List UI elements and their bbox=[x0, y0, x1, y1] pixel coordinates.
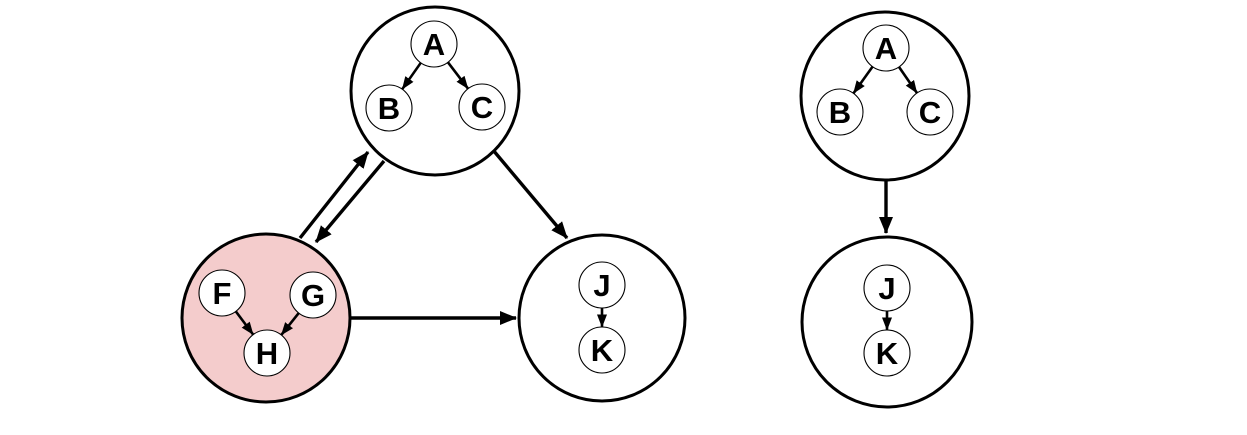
node-B-circle bbox=[816, 88, 864, 136]
cluster-abc-right-boundary bbox=[799, 10, 971, 182]
node-J-label: J bbox=[878, 271, 895, 306]
edge-A-to-C bbox=[897, 66, 919, 94]
node-B-label: B bbox=[378, 91, 400, 126]
edge-A-to-B bbox=[401, 62, 422, 90]
node-K: K bbox=[578, 326, 626, 374]
node-K-circle bbox=[578, 326, 626, 374]
node-A-label: A bbox=[423, 27, 445, 62]
node-J-circle bbox=[863, 264, 911, 312]
node-J-circle bbox=[578, 261, 626, 309]
node-H-label: H bbox=[256, 336, 278, 371]
node-A-label: A bbox=[875, 31, 897, 66]
edge-A-to-C bbox=[446, 61, 470, 90]
node-C: C bbox=[458, 83, 506, 131]
cluster-jk-right: JK bbox=[800, 235, 974, 409]
node-H-circle bbox=[243, 329, 291, 377]
edge-fgh-to-abc bbox=[298, 150, 370, 240]
cluster-abc-right: AB C bbox=[799, 10, 971, 182]
node-B: B bbox=[365, 84, 413, 132]
node-B: B bbox=[816, 88, 864, 136]
node-F-circle bbox=[198, 269, 246, 317]
node-C-circle bbox=[906, 88, 954, 136]
node-C-label: C bbox=[471, 90, 493, 125]
node-G-circle bbox=[289, 271, 337, 319]
cluster-fgh-boundary bbox=[180, 232, 352, 404]
cluster-abc-left: AB C bbox=[349, 5, 521, 177]
node-B-circle bbox=[365, 84, 413, 132]
node-C-label: C bbox=[919, 95, 941, 130]
node-A: A bbox=[410, 20, 458, 68]
node-J-label: J bbox=[593, 268, 610, 303]
node-C: C bbox=[906, 88, 954, 136]
node-F-label: F bbox=[213, 276, 232, 311]
node-H: H bbox=[243, 329, 291, 377]
edge-F-to-H bbox=[234, 310, 255, 336]
cluster-abc-left-boundary bbox=[349, 5, 521, 177]
right-cluster-graph: AB C JK bbox=[799, 10, 974, 409]
edge-A-to-B bbox=[852, 65, 874, 95]
node-G-label: G bbox=[301, 278, 325, 313]
node-A-circle bbox=[862, 24, 910, 72]
node-K: K bbox=[863, 329, 911, 377]
node-K-label: K bbox=[876, 336, 899, 371]
cluster-fgh: F GH bbox=[180, 232, 352, 404]
node-A: A bbox=[862, 24, 910, 72]
edge-abc-to-jk bbox=[491, 148, 569, 240]
node-K-label: K bbox=[591, 333, 614, 368]
edge-abc-to-fgh bbox=[314, 159, 386, 244]
node-A-circle bbox=[410, 20, 458, 68]
cluster-jk-left: JK bbox=[517, 233, 687, 403]
node-K-circle bbox=[863, 329, 911, 377]
node-B-label: B bbox=[829, 95, 851, 130]
node-J: J bbox=[863, 264, 911, 312]
node-J: J bbox=[578, 261, 626, 309]
edge-G-to-H bbox=[280, 312, 300, 336]
node-F: F bbox=[198, 269, 246, 317]
node-C-circle bbox=[458, 83, 506, 131]
left-cluster-graph: AB C F GH JK bbox=[180, 5, 687, 404]
node-G: G bbox=[289, 271, 337, 319]
